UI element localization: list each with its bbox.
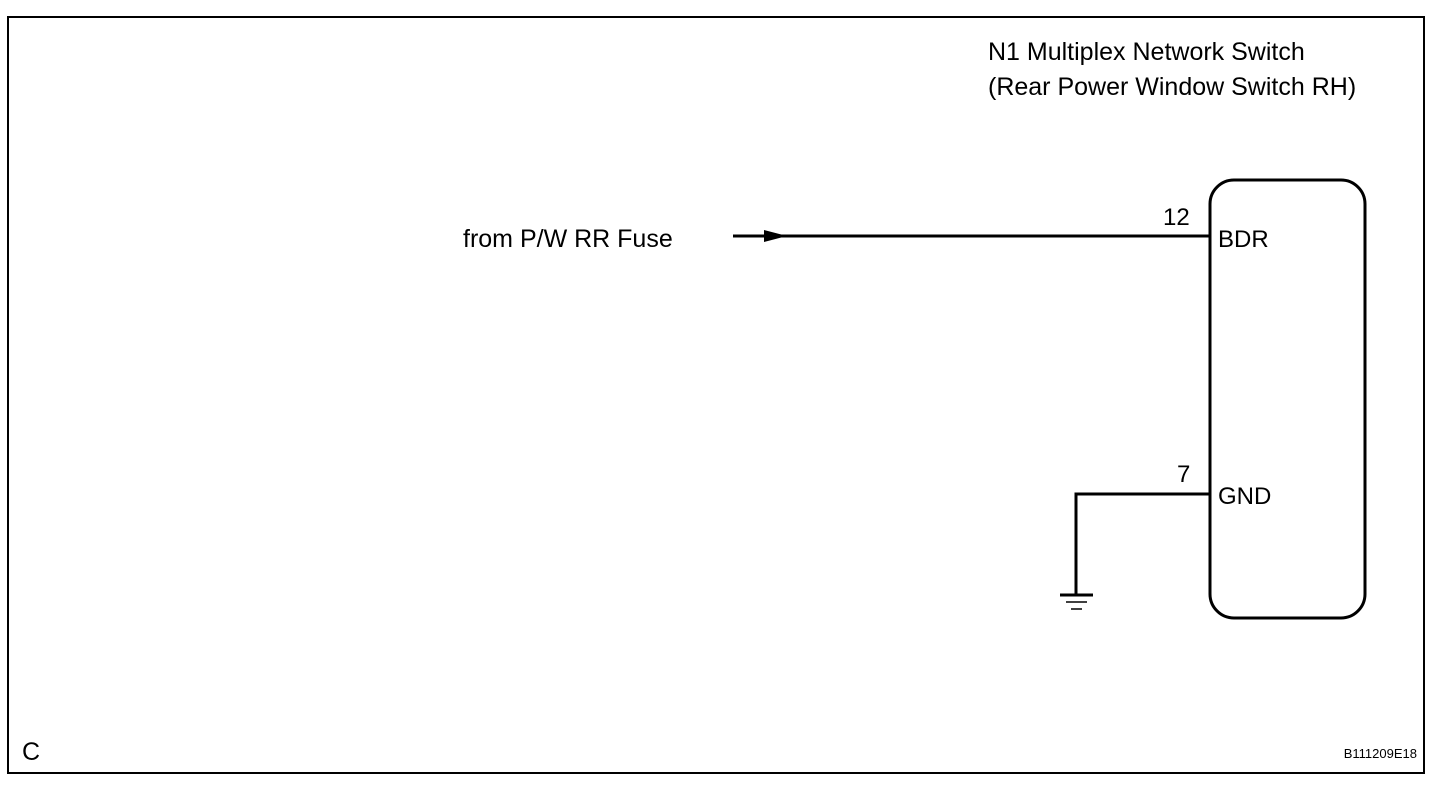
gnd-wire: [1074, 492, 1210, 595]
section-letter: C: [22, 738, 40, 766]
pin-number-gnd: 7: [1177, 461, 1190, 488]
pin-number-bdr: 12: [1163, 204, 1190, 231]
pin-name-bdr: BDR: [1218, 226, 1269, 253]
figure-code: B111209E18: [1344, 746, 1417, 761]
switch-body: [1208, 178, 1367, 620]
pin-name-gnd: GND: [1218, 483, 1271, 510]
signal-arrow-icon: [764, 230, 787, 242]
ground-icon: [1060, 593, 1093, 610]
diagram-frame: [7, 16, 1425, 774]
component-title-line2: (Rear Power Window Switch RH): [988, 73, 1356, 101]
component-title-line1: N1 Multiplex Network Switch: [988, 38, 1305, 66]
fuse-source-label: from P/W RR Fuse: [463, 225, 673, 253]
